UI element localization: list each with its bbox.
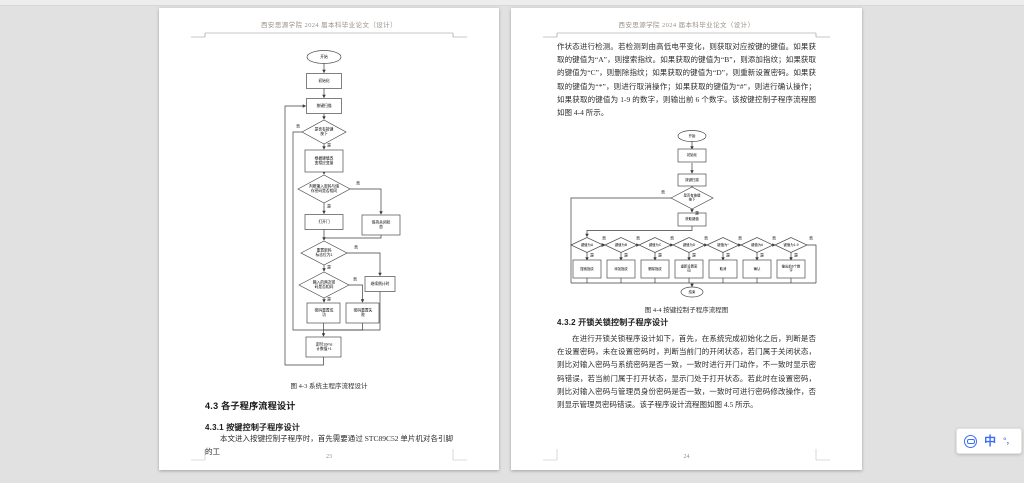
flow-node-countdown: 继续倒计时 [370,281,390,286]
flow-label-no: 否 [636,236,640,241]
body-paragraph-top: 作状态进行检测。若检测到由高低电平变化，则获取对应按键的键值。如果获取的键值为“… [557,42,816,118]
page-number: 23 [326,454,332,460]
flow-label-no: 否 [354,245,358,250]
flow-decision-key-digit: 键值为1-9 [783,242,799,247]
ime-language-indicator[interactable]: 中 [984,434,997,448]
flow-label-yes: 是 [695,211,699,216]
flow-decision-key-hash: 键值为# [750,242,763,247]
flow-node-delete-fingerprint: 删除指纹 [648,266,662,271]
figure-caption-4-3: 图 4-3 系统主程序流程设计 [290,383,368,390]
ime-toolbar[interactable]: 中 °， [956,428,1022,454]
flow-node-open-door: 打开门 [318,219,330,224]
flow-label-no: 否 [704,236,708,241]
ime-logo-icon[interactable] [964,434,978,448]
flow-label-no: 否 [809,236,813,241]
heading-4-3-2: 4.3.2 开锁关锁控制子程序设计 [557,318,669,327]
flow-node-init: 初始化 [686,153,698,158]
flow-decision-key-star: 键值为* [717,242,729,247]
flow-label-yes: 是 [327,297,331,302]
flow-node-add-fingerprint: 添加指纹 [614,266,628,271]
flow-node-start: 开始 [320,54,328,59]
flow-node-output-digits: 输出前6个数 字 [781,264,801,273]
figure-caption-4-4: 图 4-4 按键控制子程序流程图 [644,307,729,314]
flow-label-no: 否 [602,236,606,241]
flow-node-getkey: 获取键值 [685,217,699,222]
page-header-text: 西安思源学院 2024 届本科毕业论文（设计） [618,22,755,29]
document-page-right[interactable]: 西安思源学院 2024 届本科毕业论文（设计） 作状态进行检测。若检测到由高低电… [511,8,862,470]
flow-label-yes: 是 [760,253,764,258]
flow-label-yes: 是 [590,253,594,258]
flow-label-yes: 是 [624,253,628,258]
flow-label-yes: 是 [726,253,730,258]
flow-label-no: 否 [670,236,674,241]
flow-node-keep-closed: 保持关闭状 态 [371,220,391,229]
flow-node-set-variable: 根据键值改 变相应变量 [314,156,334,165]
document-page-left[interactable]: 西安思源学院 2024 届本科毕业论文（设计） [159,8,499,470]
flow-node-reset-fail: 密码重置失 败 [353,308,372,317]
body-paragraph: 本文进入按键控制子程序时，首先需要通过 STC89C52 单片机对各引脚的工 [205,434,453,457]
flowchart-main-program: 开始 初始化 按键扫描 是否有按键 按下 根据键值改 变相应变量 判断输入密码与… [159,8,499,470]
ime-punctuation-icon[interactable]: °， [1002,435,1015,446]
flowchart-lines [543,32,830,461]
ime-logo-inner [966,438,975,444]
page-number: 24 [683,454,690,460]
flow-node-confirm: 确认 [753,266,761,271]
flow-label-yes: 是 [327,265,331,270]
flow-node-keyscan: 按键扫描 [316,103,332,108]
flow-node-keyscan: 按键扫描 [685,177,699,182]
flow-decision-keypress: 是否有按键 按下 [314,127,334,136]
flow-label-yes: 是 [327,143,331,148]
flow-decision-key-a: 键值为A [580,242,594,247]
page-header-text: 西安思源学院 2024 届本科毕业论文（设计） [261,22,397,29]
flow-node-timer: 定时10ms 计数值+1 [315,342,332,351]
window-top-strip [0,0,1024,6]
flow-label-no: 否 [296,124,300,129]
flow-decision-key-b: 键值为B [614,242,628,247]
flow-decision-keypress: 是否有按键 按下 [683,193,701,202]
flow-label-yes: 是 [794,253,798,258]
flow-label-no: 否 [353,277,357,282]
flowchart-key-control: 开始 初始化 按键扫描 是否有按键 按下 获取键值 键值为A 键值为B 键值为C… [511,8,862,470]
flow-node-reset-password: 重新设置密 码 [680,264,698,273]
body-paragraph-bottom: 在进行开锁关锁程序设计如下，首先，在系统完成初始化之后，判断是否在设置密码，未在… [557,334,816,410]
flowchart-lines [191,32,467,461]
flow-label-yes: 是 [327,204,331,209]
flow-node-search-fingerprint: 搜索指纹 [580,266,594,271]
flow-label-no: 否 [661,190,665,195]
flow-label-yes: 是 [692,253,696,258]
flow-node-init: 初始化 [318,78,330,83]
flow-label-no: 否 [738,236,742,241]
flow-node-end: 结束 [688,289,696,294]
heading-4-3-1: 4.3.1 按键控制子程序设计 [205,423,301,432]
flow-label-no: 否 [356,181,360,186]
flow-decision-password-match: 判断输入密码与储 存密码是否相同 [309,184,339,193]
flow-node-start: 开始 [688,133,696,138]
flow-decision-key-c: 键值为C [648,242,662,247]
flow-label-no: 否 [772,236,776,241]
flow-decision-key-d: 键值为D [682,242,696,247]
flow-label-yes: 是 [658,253,662,258]
flow-node-reset-success: 密码重置成 功 [314,308,333,317]
flow-decision-passwords-twice: 输入的两次密 码是否相同 [312,280,336,289]
heading-4-3: 4.3 各子程序流程设计 [205,401,296,411]
flow-node-cancel: 取消 [719,266,727,271]
flow-decision-reset-flag: 重置密码 标志位为1 [315,248,333,257]
